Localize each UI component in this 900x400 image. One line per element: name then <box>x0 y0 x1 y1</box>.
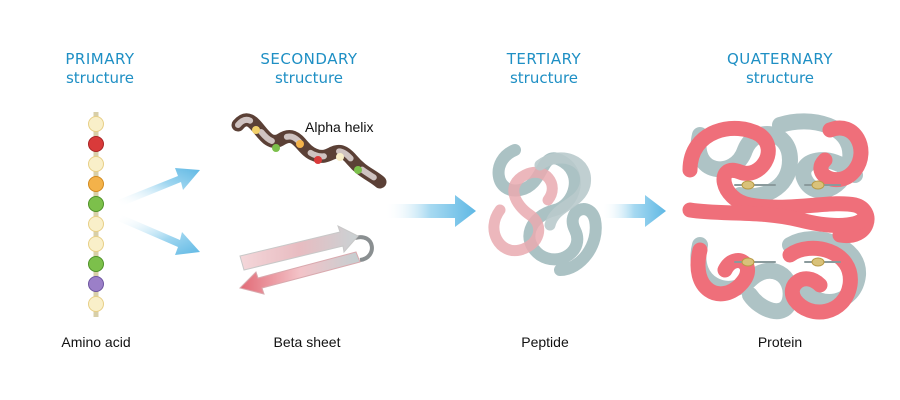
amino-acid-bead <box>88 176 104 192</box>
primary-subtitle: structure <box>65 69 135 87</box>
arrow-to-quaternary <box>602 195 666 227</box>
helix-residue <box>336 153 344 161</box>
tertiary-peptide <box>488 144 602 276</box>
secondary-heading: SECONDARY structure <box>209 50 409 88</box>
quaternary-caption: Protein <box>757 334 803 350</box>
alpha-helix <box>231 113 387 189</box>
amino-acid-bead <box>88 136 104 152</box>
tertiary-heading: TERTIARY structure <box>444 50 644 88</box>
amino-acid-bead <box>88 296 104 312</box>
chain-backbone <box>93 112 99 317</box>
primary-title: PRIMARY <box>65 50 135 68</box>
arrow-to-tertiary <box>385 195 476 227</box>
amino-acid-bead <box>88 216 104 232</box>
amino-acid-beads <box>88 116 104 312</box>
primary-caption: Amino acid <box>61 334 131 350</box>
amino-acid-bead <box>88 276 104 292</box>
tertiary-subtitle: structure <box>509 69 579 87</box>
arrow-to-beta-sheet <box>118 215 200 255</box>
helix-residue <box>314 156 322 164</box>
amino-acid-bead <box>88 116 104 132</box>
primary-heading: PRIMARY structure <box>0 50 200 88</box>
amino-acid-bead <box>88 196 104 212</box>
quaternary-heading: QUATERNARY structure <box>680 50 880 88</box>
protein-pink-chains <box>682 120 875 320</box>
quaternary-protein <box>682 113 875 320</box>
amino-acid-chain <box>88 112 104 317</box>
arrow-to-alpha-helix <box>118 168 200 206</box>
protein-ligands <box>734 180 841 267</box>
helix-residue <box>296 140 304 148</box>
amino-acid-bead <box>88 256 104 272</box>
beta-sheet <box>239 225 374 295</box>
amino-acid-bead <box>88 156 104 172</box>
alpha-helix-label: Alpha helix <box>305 119 374 135</box>
helix-residue <box>272 144 280 152</box>
secondary-subtitle: structure <box>274 69 344 87</box>
quaternary-title: QUATERNARY <box>726 50 834 68</box>
amino-acid-bead <box>88 236 104 252</box>
tertiary-title: TERTIARY <box>506 50 582 68</box>
tertiary-caption: Peptide <box>521 334 569 350</box>
quaternary-subtitle: structure <box>745 69 815 87</box>
helix-residue <box>354 166 362 174</box>
secondary-title: SECONDARY <box>260 50 358 68</box>
secondary-caption: Beta sheet <box>273 334 341 350</box>
helix-residue <box>252 126 260 134</box>
